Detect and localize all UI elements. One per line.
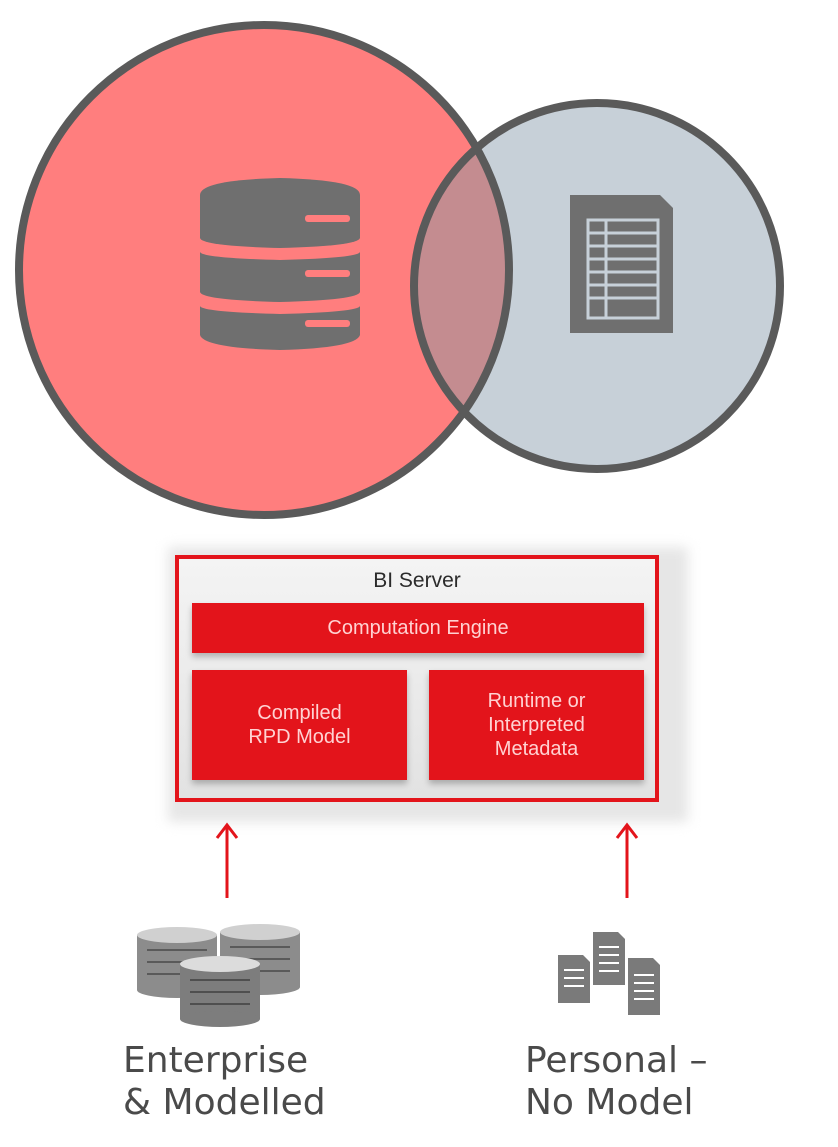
database-cluster-icon <box>137 924 300 1027</box>
personal-caption-line-1: Personal – <box>525 1040 708 1081</box>
bi-server-box: BI Server Computation Engine Compiled RP… <box>175 555 659 802</box>
personal-caption: Personal – No Model <box>525 1040 707 1124</box>
enterprise-caption: Enterprise & Modelled <box>123 1040 326 1124</box>
personal-arrow <box>615 822 639 898</box>
runtime-metadata-line-1: Runtime or <box>487 690 586 712</box>
compiled-rpd-line-2: RPD Model <box>248 726 351 748</box>
documents-icon <box>558 932 660 1015</box>
enterprise-caption-line-1: Enterprise <box>123 1040 309 1081</box>
venn-diagram <box>15 21 784 519</box>
enterprise-caption-line-2: & Modelled <box>123 1082 326 1123</box>
personal-caption-line-2: No Model <box>525 1082 694 1123</box>
runtime-metadata-line-2: Interpreted <box>488 714 585 736</box>
runtime-metadata-line-3: Metadata <box>494 738 579 760</box>
compiled-rpd-line-1: Compiled <box>257 702 342 724</box>
runtime-metadata-box: Runtime or Interpreted Metadata <box>429 670 644 780</box>
spreadsheet-file-icon <box>570 195 673 333</box>
computation-engine-label: Computation Engine <box>327 616 509 639</box>
computation-engine-box: Computation Engine <box>192 603 644 653</box>
compiled-rpd-model-box: Compiled RPD Model <box>192 670 407 780</box>
database-icon <box>200 178 360 350</box>
bi-server-title: BI Server <box>373 569 461 592</box>
enterprise-arrow <box>215 822 239 898</box>
